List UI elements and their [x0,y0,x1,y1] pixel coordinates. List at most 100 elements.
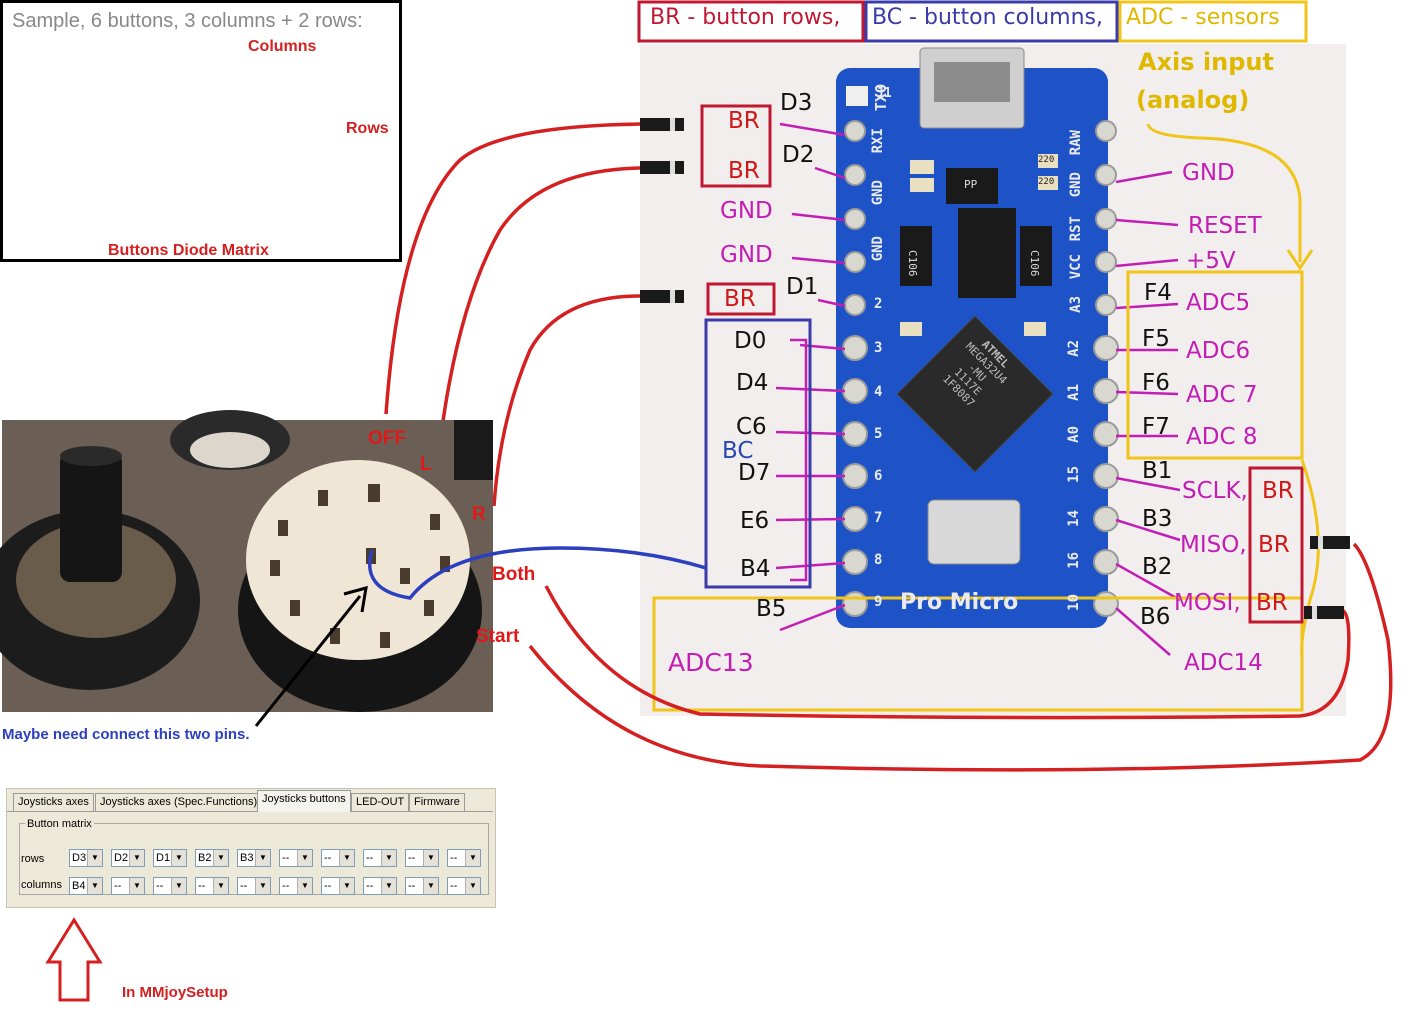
columns-select-4[interactable]: --▼ [195,877,229,895]
chevron-down-icon[interactable]: ▼ [255,850,270,866]
axis-input-title: Axis input [1138,48,1274,76]
columns-select-7[interactable]: --▼ [321,877,355,895]
sclk-br: BR [1262,478,1294,504]
columns-select-3[interactable]: -- ▼ [153,877,187,895]
columns-select-value: -- [240,880,248,892]
tab-joysticks-axes-spec[interactable]: Joysticks axes (Spec.Functions) [95,793,263,811]
silk-9: 9 [874,594,883,610]
silk-5: 5 [874,426,883,442]
silk-gnd-r: GND [1068,172,1084,198]
columns-select-2[interactable]: --▼ [111,877,145,895]
adc6-label: ADC6 [1186,338,1251,364]
rows-select-10[interactable]: --▼ [447,849,481,867]
columns-select-1[interactable]: B4▼ [69,877,103,895]
silk-220-b: 220 [1038,177,1055,187]
pin-d3: D3 [780,90,813,116]
rows-select-6[interactable]: --▼ [279,849,313,867]
mmjoy-caption: In MMjoySetup [122,984,228,1001]
rows-select-4[interactable]: B2▼ [195,849,229,867]
chevron-down-icon[interactable]: ▼ [465,878,480,894]
rows-select-value: B2 [198,852,212,864]
chevron-down-icon[interactable]: ▼ [339,850,354,866]
right-5v: +5V [1186,248,1236,274]
adc8-label: ADC 8 [1186,424,1258,450]
axis-input-arrow [1146,123,1302,262]
tab-joysticks-buttons[interactable]: Joysticks buttons [257,790,351,812]
switch-both-label: Both [492,564,536,585]
rows-select-3[interactable]: D1▼ [153,849,187,867]
pin-gnd-1: GND [720,198,773,224]
crystal [927,499,1021,565]
rows-select-8[interactable]: -- ▼ [363,849,397,867]
blue-wire [367,546,707,600]
note-connect-pins: Maybe need connect this two pins. [2,726,250,743]
pin-gnd-2: GND [720,242,773,268]
silk-220-a: 220 [1038,155,1055,165]
chevron-down-icon[interactable]: ▼ [87,850,102,866]
legend-bc-box [864,0,1119,43]
pin-b4: B4 [740,556,771,582]
chevron-down-icon[interactable]: ▼ [129,850,144,866]
chevron-down-icon[interactable]: ▼ [423,878,438,894]
pro-micro-board [836,47,1119,628]
columns-select-value: -- [282,880,290,892]
silk-2: 2 [874,296,883,312]
pin-d2-br: BR [728,158,760,184]
silk-15: 15 [1066,466,1082,483]
rows-select-value: -- [366,852,374,864]
rows-select-value: D1 [156,852,171,864]
rows-select-value: -- [324,852,332,864]
chevron-down-icon[interactable]: ▼ [465,850,480,866]
columns-select-value: -- [408,880,416,892]
rows-select-value: D3 [72,852,87,864]
chevron-down-icon[interactable]: ▼ [339,878,354,894]
rows-select-2[interactable]: D2▼ [111,849,145,867]
tab-firmware[interactable]: Firmware [409,793,465,811]
silk-rxi: RXI [870,128,886,154]
rows-select-5[interactable]: B3▼ [237,849,271,867]
bc-label: BC [722,438,754,464]
columns-select-10[interactable]: --▼ [447,877,481,895]
silk-raw: RAW [1068,130,1084,156]
rows-select-value: -- [408,852,416,864]
tab-led-out[interactable]: LED-OUT [351,793,410,811]
columns-select-6[interactable]: -- ▼ [279,877,313,895]
columns-select-5[interactable]: -- ▼ [237,877,271,895]
chevron-down-icon[interactable]: ▼ [213,878,228,894]
pin-d0: D0 [734,328,767,354]
sample-box [0,0,402,262]
chevron-down-icon[interactable]: ▼ [213,850,228,866]
chevron-down-icon[interactable]: ▼ [171,878,186,894]
bc-box [704,318,812,589]
pin-f6: F6 [1142,370,1170,396]
tab-joysticks-axes[interactable]: Joysticks axes [13,793,94,811]
chevron-down-icon[interactable]: ▼ [381,850,396,866]
rows-select-9[interactable]: -- ▼ [405,849,439,867]
rows-select-7[interactable]: -- ▼ [321,849,355,867]
chevron-down-icon[interactable]: ▼ [87,878,102,894]
chevron-down-icon[interactable]: ▼ [381,878,396,894]
rows-label: Rows [346,120,389,137]
silk-c106-a: C106 [906,250,919,277]
up-arrow-outline [45,917,103,1002]
chevron-down-icon[interactable]: ▼ [423,850,438,866]
chevron-down-icon[interactable]: ▼ [129,878,144,894]
columns-select-8[interactable]: --▼ [363,877,397,895]
chevron-down-icon[interactable]: ▼ [297,878,312,894]
pin-b5: B5 [756,596,787,622]
chevron-down-icon[interactable]: ▼ [255,878,270,894]
atmega-chip [896,315,1054,473]
columns-select-value: -- [156,880,164,892]
silk-a1: A1 [1066,384,1082,401]
chevron-down-icon[interactable]: ▼ [297,850,312,866]
legend-bc: BC - button columns, [872,5,1103,30]
silk-j1: J1 [876,86,892,101]
red-wires [384,122,1393,772]
columns-select-9[interactable]: -- ▼ [405,877,439,895]
pin-b6: B6 [1140,604,1171,630]
chevron-down-icon[interactable]: ▼ [171,850,186,866]
button-matrix-title: Button matrix [25,818,94,830]
pin-d3-br: BR [728,108,760,134]
rows-select-1[interactable]: D3▼ [69,849,103,867]
